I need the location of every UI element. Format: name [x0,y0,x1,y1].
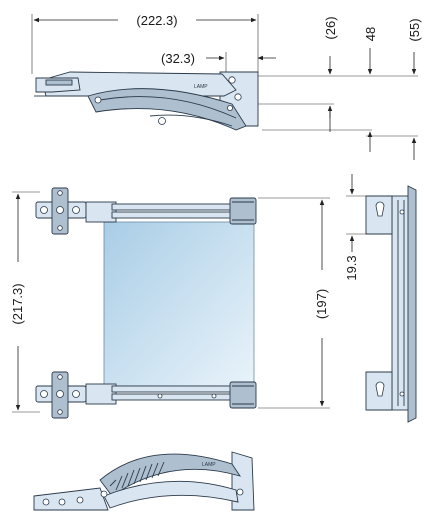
lower-stay-assembly [35,371,257,419]
screw-icon [72,206,80,214]
bottom-open-view: LAMP [33,451,255,511]
dim-side-offset: 19.3 [344,255,359,280]
open-arm-upper [99,453,242,497]
stay-arm-upper [41,71,237,97]
front-view [35,187,257,419]
screw-icon [211,393,217,399]
keyhole-icon [375,381,385,397]
screw-icon [57,190,63,196]
screw-icon [399,209,405,215]
screw-icon [56,390,64,398]
screw-icon [57,409,63,415]
dim-height-small: (26) [323,16,338,39]
screw-icon [40,390,48,398]
mounting-hole [234,93,242,101]
upper-hinge-block [85,201,117,223]
upper-stay-assembly [35,187,257,235]
side-flange [407,185,417,423]
dim-offset-length: (32.3) [161,51,195,66]
screw-icon [157,393,163,399]
spring-coil [109,461,165,491]
top-side-view: LAMP [34,71,259,131]
open-door-bracket [33,487,109,511]
screw-icon [57,374,63,380]
screw-icon [76,496,84,504]
screw-icon [72,390,80,398]
screw-icon [57,225,63,231]
side-view [365,185,417,423]
pivot-pin [226,105,233,112]
pivot-pin [100,490,108,498]
front-dimensions: (217.3) (197) [10,191,330,413]
top-dimensions: (222.3) (32.3) (26) 48 (55) [31,13,422,160]
dim-side-height-inner: (197) [314,289,329,319]
bracket-slot [45,79,73,86]
open-arm-lower [103,480,239,509]
lower-hinge-block [85,383,117,405]
lower-end-fitting [229,381,257,409]
dim-side-height-total: (217.3) [10,283,25,324]
part-mark: LAMP [194,84,208,90]
dim-overall-length: (222.3) [136,13,177,28]
side-profile-body [391,195,411,411]
side-dimensions: 19.3 [344,174,370,281]
door-panel [103,221,255,387]
keyhole-icon [375,201,385,217]
pivot-pin [94,96,102,104]
pivot-pin [236,488,244,496]
screw-icon [58,498,66,506]
dim-height-large: (55) [407,18,422,41]
screw-icon [56,206,64,214]
screw-icon [399,391,405,397]
stay-arm-lower [87,88,247,131]
screw-icon [42,498,50,506]
upper-end-fitting [229,197,257,225]
dim-height-mid: 48 [363,27,378,41]
screw-icon [40,206,48,214]
mounting-hole [228,76,236,84]
part-mark: LAMP [202,462,216,468]
pivot-pin [158,117,166,125]
